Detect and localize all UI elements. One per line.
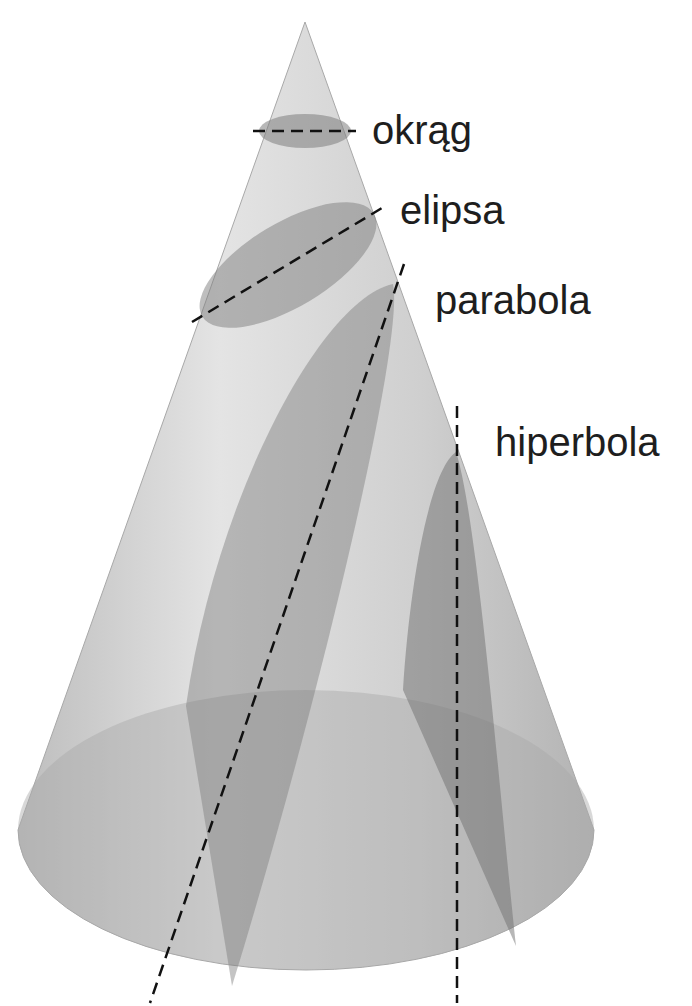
cut-plane-line: [253, 130, 356, 133]
section-label: hiperbola: [493, 420, 662, 464]
section-label: elipsa: [398, 188, 507, 232]
section-label: parabola: [433, 278, 593, 322]
section-label: okrąg: [370, 108, 474, 152]
cut-plane-line: [192, 208, 382, 322]
cut-plane-line: [456, 406, 459, 1003]
parabola-section: [186, 284, 394, 986]
hyperbola-section: [403, 452, 516, 946]
cone-base: [18, 690, 594, 970]
cut-plane-line: [150, 264, 404, 1003]
